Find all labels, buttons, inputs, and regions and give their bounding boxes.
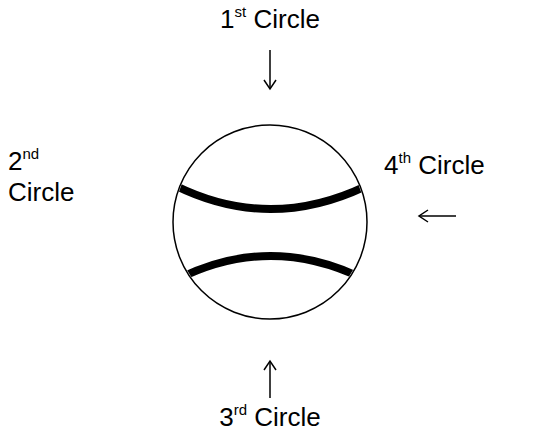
circle-label: 2nd Circle [8, 146, 103, 208]
ball-outline [173, 125, 367, 319]
pointer-arrow [419, 210, 456, 222]
circle-label: 4th Circle [384, 150, 485, 181]
upper-seam [176, 186, 366, 209]
pointer-arrow [264, 361, 276, 398]
lower-seam [176, 256, 366, 280]
pointer-arrow [264, 50, 276, 89]
circle-label: 1st Circle [220, 4, 320, 35]
circle-label: 3rd Circle [219, 402, 320, 433]
